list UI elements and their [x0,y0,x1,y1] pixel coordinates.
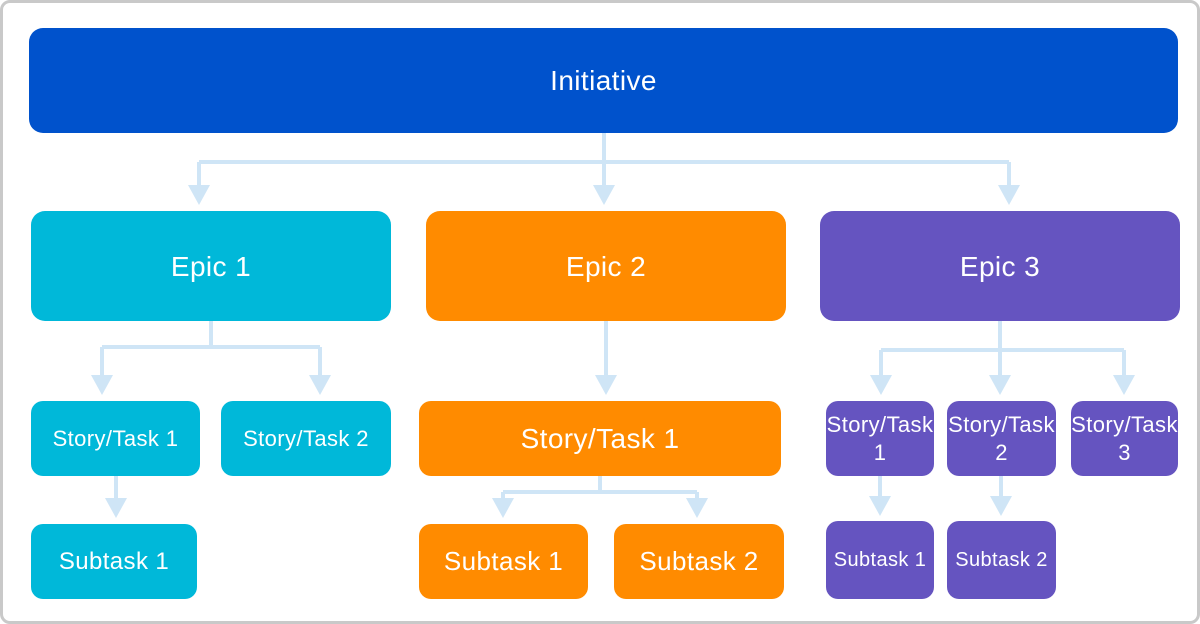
epic-3-node: Epic 3 [820,211,1180,321]
epic1-story-task-2-node: Story/Task 2 [221,401,391,476]
epic-1-node: Epic 1 [31,211,391,321]
epic3-subtask-2-node: Subtask 2 [947,521,1056,599]
epic1-story-task-1-node: Story/Task 1 [31,401,200,476]
epic3-story-task-3-node: Story/Task 3 [1071,401,1178,476]
epic2-subtask-2-node: Subtask 2 [614,524,784,599]
epic2-subtask-1-node: Subtask 1 [419,524,588,599]
epic1-subtask-1-node: Subtask 1 [31,524,197,599]
epic2-story-task-1-node: Story/Task 1 [419,401,781,476]
epic3-story-task-2-node: Story/Task 2 [947,401,1056,476]
epic3-story-task-1-node: Story/Task 1 [826,401,934,476]
initiative-node: Initiative [29,28,1178,133]
epic-2-node: Epic 2 [426,211,786,321]
epic3-subtask-1-node: Subtask 1 [826,521,934,599]
